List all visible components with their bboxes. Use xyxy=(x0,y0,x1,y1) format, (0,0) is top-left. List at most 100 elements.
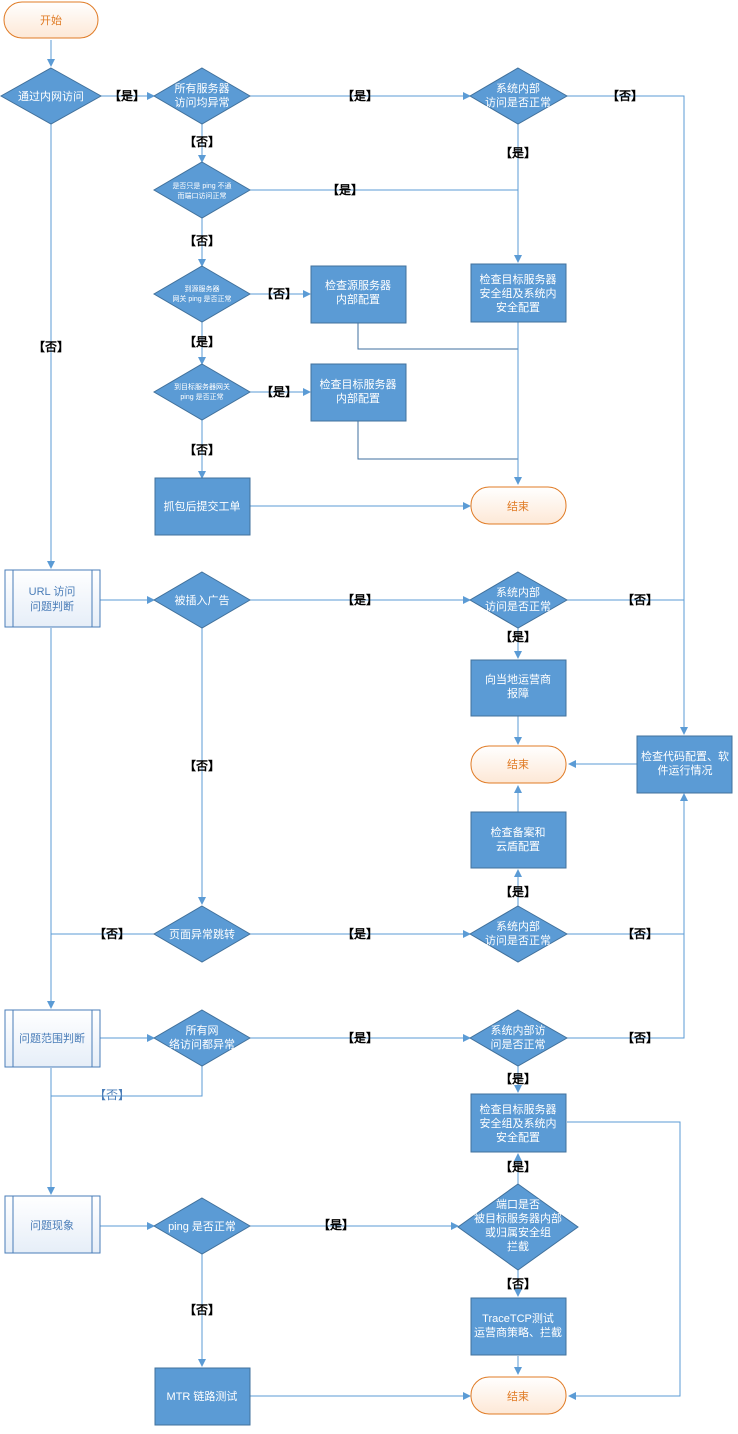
svg-text:问题判断: 问题判断 xyxy=(30,599,74,613)
svg-text:或归属安全组: 或归属安全组 xyxy=(485,1225,551,1239)
svg-text:拦截: 拦截 xyxy=(507,1239,529,1253)
label-yes: 【是】 xyxy=(342,926,378,941)
svg-text:ping 是否正常: ping 是否正常 xyxy=(180,392,223,401)
svg-text:向当地运营商: 向当地运营商 xyxy=(485,672,551,686)
label-no: 【否】 xyxy=(184,134,220,149)
label-no: 【否】 xyxy=(184,758,220,773)
process-check-sg-b: 检查目标服务器 安全组及系统内 安全配置 xyxy=(470,1093,567,1153)
svg-text:结束: 结束 xyxy=(507,1390,529,1403)
svg-text:安全组及系统内: 安全组及系统内 xyxy=(480,1116,557,1130)
end-node-c: 结束 xyxy=(470,1376,567,1415)
svg-text:网关 ping 是否正常: 网关 ping 是否正常 xyxy=(172,294,231,303)
svg-text:被目标服务器内部: 被目标服务器内部 xyxy=(474,1211,562,1225)
label-yes: 【是】 xyxy=(327,182,363,197)
svg-text:内部配置: 内部配置 xyxy=(336,391,380,405)
decision-all-servers: 所有服务器 访问均异常 xyxy=(153,67,251,125)
label-yes: 【是】 xyxy=(500,884,536,899)
decision-ad-inject: 被插入广告 xyxy=(153,571,251,629)
label-yes: 【是】 xyxy=(342,1030,378,1045)
svg-text:安全组及系统内: 安全组及系统内 xyxy=(480,286,557,300)
svg-text:MTR 链路测试: MTR 链路测试 xyxy=(167,1389,238,1403)
label-no: 【否】 xyxy=(622,592,658,607)
decision-ping-ok: ping 是否正常 xyxy=(153,1197,251,1255)
svg-text:ping 是否正常: ping 是否正常 xyxy=(168,1220,236,1233)
label-yes: 【是】 xyxy=(500,1071,536,1086)
decision-intranet: 通过内网访问 xyxy=(0,67,103,125)
svg-text:运营商策略、拦截: 运营商策略、拦截 xyxy=(474,1325,562,1339)
decision-sys-ok-a: 系统内部 访问是否正常 xyxy=(469,67,569,125)
svg-text:访问是否正常: 访问是否正常 xyxy=(485,600,551,613)
svg-text:系统内部: 系统内部 xyxy=(496,919,540,933)
svg-text:问题范围判断: 问题范围判断 xyxy=(19,1031,85,1045)
svg-text:结束: 结束 xyxy=(507,500,529,513)
svg-text:到目标服务器网关: 到目标服务器网关 xyxy=(174,382,230,391)
svg-text:系统内部: 系统内部 xyxy=(496,585,540,599)
label-no: 【否】 xyxy=(622,1030,658,1045)
decision-redirect: 页面异常跳转 xyxy=(153,905,251,963)
label-no: 【否】 xyxy=(607,88,643,103)
label-yes: 【是】 xyxy=(184,334,220,349)
start-label: 开始 xyxy=(40,13,62,27)
svg-text:所有网: 所有网 xyxy=(186,1023,219,1037)
decision-sys-ok-b: 系统内部 访问是否正常 xyxy=(469,571,569,629)
process-check-icp: 检查备案和 云盾配置 xyxy=(470,811,567,869)
svg-text:问题现象: 问题现象 xyxy=(30,1219,74,1232)
svg-text:被插入广告: 被插入广告 xyxy=(175,593,230,607)
label-yes: 【是】 xyxy=(261,384,297,399)
subprocess-phenomenon: 问题现象 xyxy=(4,1195,101,1254)
label-yes: 【是】 xyxy=(500,629,536,644)
svg-text:到源服务器: 到源服务器 xyxy=(185,284,220,293)
decision-port-blocked: 端口是否 被目标服务器内部 或归属安全组 拦截 xyxy=(457,1183,579,1271)
label-no: 【否】 xyxy=(94,926,130,941)
label-no: 【否】 xyxy=(500,1276,536,1291)
edge-labels: 【是】 【是】 【否】 【否】 【是】 【是】 【否】 【否】 【是】 【否】 … xyxy=(33,88,658,1317)
start-node: 开始 xyxy=(3,1,99,39)
svg-text:检查源服务器: 检查源服务器 xyxy=(325,278,391,292)
svg-text:页面异常跳转: 页面异常跳转 xyxy=(169,927,235,941)
connectors xyxy=(47,40,688,1400)
svg-text:内部配置: 内部配置 xyxy=(336,292,380,306)
label-yes: 【是】 xyxy=(318,1217,354,1232)
decision-sys-ok-c: 系统内部 访问是否正常 xyxy=(469,905,569,963)
svg-text:系统内部: 系统内部 xyxy=(496,81,540,95)
process-tracetcp: TraceTCP测试 运营商策略、拦截 xyxy=(470,1297,567,1356)
decision-sys-ok-d: 系统内部访 问是否正常 xyxy=(469,1009,569,1067)
label-yes: 【是】 xyxy=(500,145,536,160)
decision-all-network: 所有网 络访问都异常 xyxy=(153,1009,251,1067)
process-check-sg-a: 检查目标服务器 安全组及系统内 安全配置 xyxy=(470,263,567,323)
label-no: 【否】 xyxy=(184,442,220,457)
decision-ping-port: 是否只是 ping 不通 而端口访问正常 xyxy=(153,161,251,219)
svg-text:检查代码配置、软: 检查代码配置、软 xyxy=(641,749,729,763)
process-check-dst: 检查目标服务器 内部配置 xyxy=(310,363,407,422)
label-no: 【否】 xyxy=(261,286,297,301)
decision-dst-gateway: 到目标服务器网关 ping 是否正常 xyxy=(153,363,251,421)
label-no: 【否】 xyxy=(33,339,69,354)
svg-text:问是否正常: 问是否正常 xyxy=(491,1038,546,1051)
process-report-isp: 向当地运营商 报障 xyxy=(470,659,567,717)
svg-text:访问是否正常: 访问是否正常 xyxy=(485,96,551,109)
svg-text:检查备案和: 检查备案和 xyxy=(491,825,546,839)
svg-text:检查目标服务器: 检查目标服务器 xyxy=(480,1102,557,1116)
subprocess-scope: 问题范围判断 xyxy=(4,1009,101,1068)
label-no: 【否】 xyxy=(94,1088,130,1102)
subprocess-url: URL 访问 问题判断 xyxy=(4,569,101,628)
label-no: 【否】 xyxy=(184,233,220,248)
svg-text:访问均异常: 访问均异常 xyxy=(175,96,230,109)
svg-text:检查目标服务器: 检查目标服务器 xyxy=(320,377,397,391)
decision-src-gateway: 到源服务器 网关 ping 是否正常 xyxy=(153,265,251,323)
label-yes: 【是】 xyxy=(342,88,378,103)
svg-text:访问是否正常: 访问是否正常 xyxy=(485,934,551,947)
decision-intranet-label: 通过内网访问 xyxy=(18,89,84,103)
label-yes: 【是】 xyxy=(500,1159,536,1174)
label-no: 【否】 xyxy=(622,926,658,941)
svg-text:是否只是 ping 不通: 是否只是 ping 不通 xyxy=(172,181,231,190)
process-capture: 抓包后提交工单 xyxy=(154,477,251,536)
label-yes: 【是】 xyxy=(342,592,378,607)
process-check-src: 检查源服务器 内部配置 xyxy=(310,265,407,324)
end-node-b: 结束 xyxy=(470,745,567,784)
svg-text:件运行情况: 件运行情况 xyxy=(658,764,713,777)
svg-text:检查目标服务器: 检查目标服务器 xyxy=(480,272,557,286)
process-check-code: 检查代码配置、软 件运行情况 xyxy=(636,735,733,794)
svg-text:安全配置: 安全配置 xyxy=(496,300,540,314)
